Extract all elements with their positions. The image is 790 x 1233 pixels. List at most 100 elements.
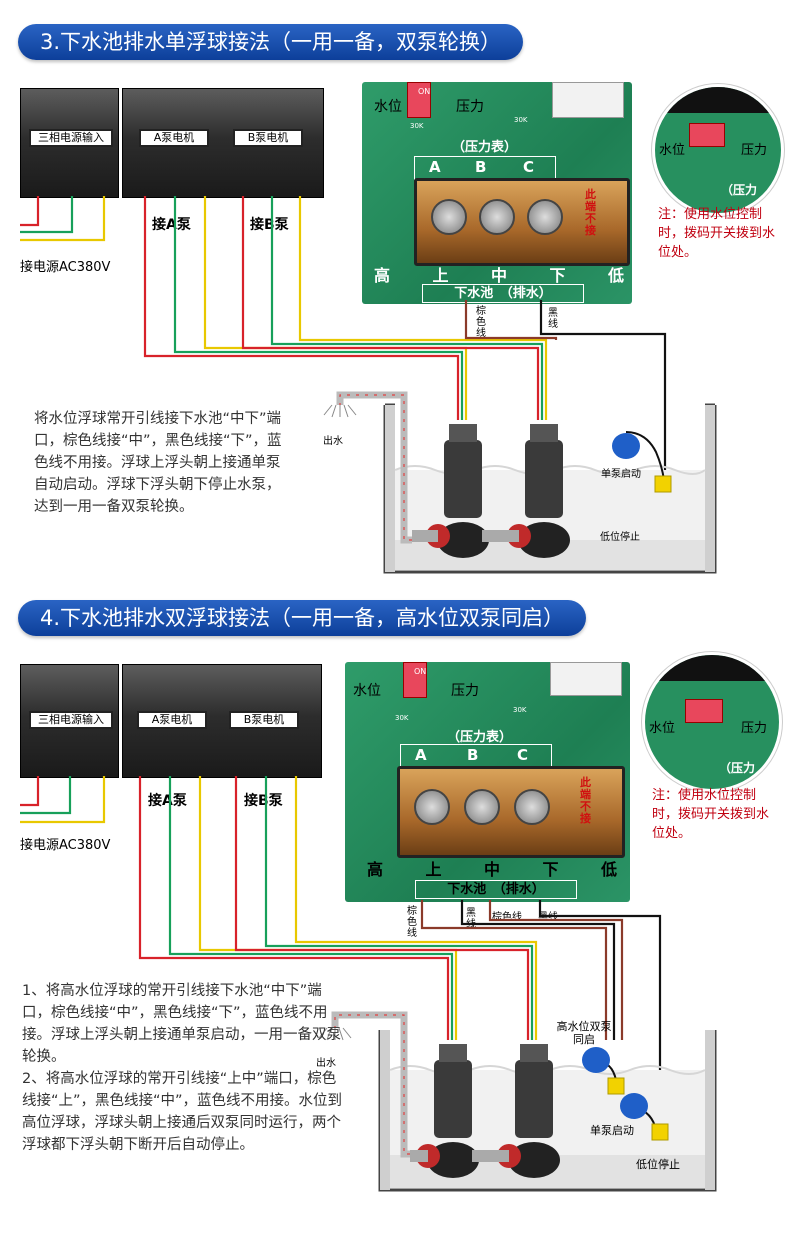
level-high-4: 高 (367, 860, 384, 879)
section3-description: 将水位浮球常开引线接下水池“中下”端口，棕色线接“中”，黑色线接“下”，蓝色线不… (34, 411, 282, 515)
outlet-label: 出水 (323, 436, 343, 447)
black-wire-label: 黑线 (548, 308, 558, 330)
high-dual-label: 高水位双泵同启 (556, 1020, 612, 1046)
low-float-ball-icon (620, 1093, 648, 1119)
water-spray-icon (323, 404, 357, 418)
terminal-cover-4: 此端不接 (397, 766, 625, 858)
power-red-wire-4 (20, 776, 40, 807)
terminal-a-label: A (429, 158, 441, 176)
zoom-water-level-label-4: 水位 (649, 721, 676, 736)
float-brown-wire (464, 300, 558, 340)
dip-switch[interactable]: ON (407, 82, 431, 118)
pump-b-terminal-label-4: B泵电机 (229, 711, 299, 729)
board-pressure-label-4: 压力 (451, 683, 479, 699)
power-green-wire-4 (20, 776, 72, 815)
power-green-wire (20, 196, 74, 234)
control-board-4: ON 水位 压力 30K 30K （压力表） A B C 此端不接 高 上 中 … (345, 662, 630, 902)
high-float-brown-wire (420, 900, 608, 1040)
pump-a-green-wire (173, 196, 464, 420)
float-black-wire (539, 300, 667, 480)
float-ball-icon (612, 433, 640, 459)
zoom-pressure-label: 压力 (741, 143, 768, 158)
low-stop-label-4: 低位停止 (636, 1158, 680, 1171)
level-high: 高 (374, 266, 391, 285)
section4-title: 4.下水池排水双浮球接法（一用一备，高水位双泵同启） (18, 600, 587, 636)
terminal-b-label: B (475, 158, 487, 176)
pump-a-red-wire-4 (138, 776, 450, 1040)
connector-socket-4 (550, 662, 622, 696)
zoom-dip-switch (689, 123, 725, 147)
discharge-pipe (336, 391, 412, 544)
section3-title: 3.下水池排水单浮球接法（一用一备，双泵轮换） (18, 24, 524, 60)
low-float-weight-icon (651, 1123, 669, 1141)
pump-b-red-wire-4 (234, 776, 530, 1040)
outlet-label-4: 出水 (316, 1058, 336, 1069)
zoom-dip-switch-4 (685, 699, 723, 723)
dip-switch-4[interactable]: ON (403, 662, 427, 698)
pump-b-yellow-wire (298, 196, 548, 420)
screw-1 (431, 199, 467, 235)
pressure-gauge-label: （压力表） (452, 140, 518, 155)
terminal-b-label-4: B (467, 746, 479, 764)
level-lower: 下 (549, 266, 566, 285)
zoom-pressure-gauge-label-4: （压力 (719, 761, 756, 775)
low-stop-label: 低位停止 (600, 532, 640, 543)
board-water-level-label: 水位 (374, 99, 402, 115)
terminal-c-label: C (523, 158, 535, 176)
screw-3 (527, 199, 563, 235)
single-start-label: 单泵启动 (601, 469, 641, 480)
zoom-detail-circle-4: 水位 压力 （压力 (642, 652, 782, 792)
pump-b-yellow-wire-4 (294, 776, 538, 1040)
description-item-2: 2、将高水位浮球的常开引线接“上中”端口，棕色线接“上”，黑色线接“中”，蓝色线… (22, 1071, 343, 1153)
resistor-label-4b: 30K (513, 706, 527, 714)
pump-b-caption: 接B泵 (250, 217, 289, 233)
pump-a-terminal-label-4: A泵电机 (137, 711, 207, 729)
section4-description: 1、将高水位浮球的常开引线接下水池“中下”端口，棕色线接“中”，黑色线接“下”，… (22, 980, 344, 1156)
pump-a-green-wire-4 (168, 776, 454, 1040)
power-yellow-wire (20, 196, 106, 242)
terminal-cover: 此端不接 (414, 178, 630, 266)
zoom-pressure-gauge-label: （压力 (721, 183, 758, 197)
pump-a-icon-4 (410, 1044, 479, 1178)
level-lower-4: 下 (542, 860, 559, 879)
level-low-4: 低 (600, 860, 617, 879)
pump-b-caption-4: 接B泵 (244, 793, 283, 809)
pump-a-icon (412, 424, 489, 558)
low-float-black-wire (538, 900, 662, 1080)
power-red-wire (20, 196, 40, 227)
terminal-a-label-4: A (415, 746, 427, 764)
level-middle: 中 (490, 266, 507, 285)
control-board: ON 水位 压力 30K 30K （压力表） A B C 此端不接 高 上 中 … (362, 82, 632, 304)
high-float-weight-icon (607, 1077, 625, 1095)
pump-b-green-wire (270, 196, 544, 420)
power-terminal-block-4: 三相电源输入 (20, 664, 119, 778)
flow-arrows (339, 394, 412, 541)
pressure-gauge-label-4: （压力表） (447, 730, 513, 745)
section4-wiring-diagram (20, 776, 717, 1192)
level-labels-4: 高 上 中 下 低 (367, 856, 617, 880)
pump-b-icon-4 (472, 1044, 560, 1178)
level-upper: 上 (432, 266, 449, 285)
flow-arrows-4 (334, 1014, 410, 1155)
zoom-pressure-label-4: 压力 (741, 721, 768, 736)
resistor-label-1: 30K (410, 122, 424, 130)
note-text: 注：使用水位控制时，拨码开关拨到水位处。 (658, 207, 776, 260)
float-weight-icon (654, 475, 672, 493)
pump-a-yellow-wire (203, 196, 468, 420)
pump-b-red-wire (241, 196, 540, 420)
low-float-brown-wire (488, 900, 624, 1040)
pump-a-caption-4: 接A泵 (148, 793, 187, 809)
pool-label-4: 下水池 （排水） (415, 880, 577, 899)
motor-terminal-block: A泵电机 B泵电机 (122, 88, 324, 198)
pump-b-green-wire-4 (264, 776, 534, 1040)
level-labels: 高 上 中 下 低 (374, 262, 624, 286)
resistor-label-2: 30K (514, 116, 528, 124)
resistor-label-4a: 30K (395, 714, 409, 722)
zoom-detail-circle: 水位 压力 （压力 (652, 84, 784, 216)
pump-b-icon (482, 424, 570, 558)
no-connect-label: 此端不接 (585, 188, 596, 237)
description-item-1: 1、将高水位浮球的常开引线接下水池“中下”端口，棕色线接“中”，黑色线接“下”，… (22, 983, 341, 1065)
no-connect-label-4: 此端不接 (580, 776, 591, 825)
screw-4-2 (464, 789, 500, 825)
board-pressure-label: 压力 (456, 99, 484, 115)
